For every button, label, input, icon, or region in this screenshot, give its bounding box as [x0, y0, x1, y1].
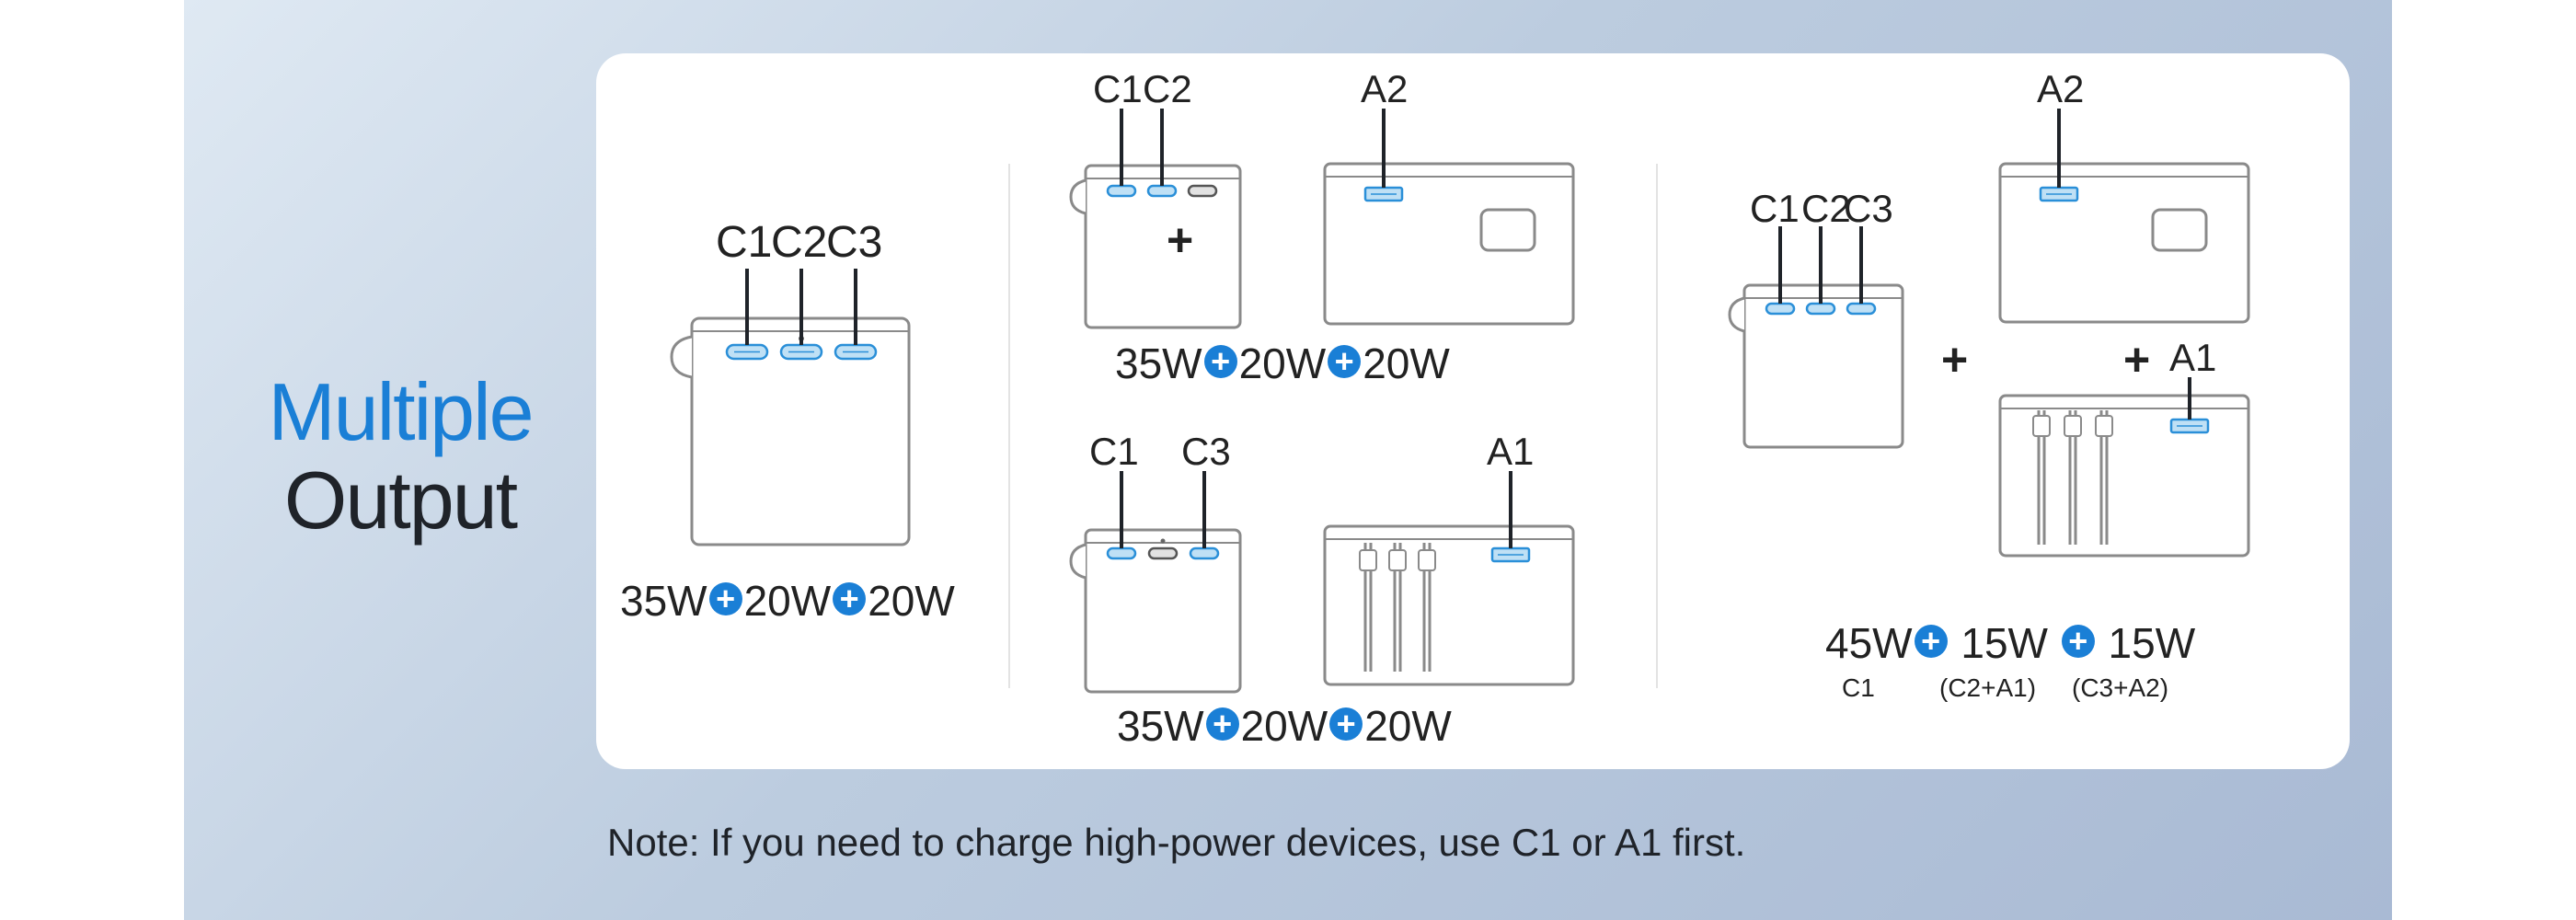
port-label-a1: A1 [1487, 430, 1535, 473]
plug-window-2t [1479, 208, 1536, 252]
port-c2-p3 [1805, 302, 1836, 316]
power-sub-c2-a1: (C2+A1) [1939, 673, 2037, 702]
plus-circle-icon: + [2061, 625, 2095, 658]
plug-body-2b [1323, 524, 1575, 686]
plug-window-3 [2151, 208, 2208, 252]
port-label-c1: C1 [716, 218, 773, 267]
port-c3-p2t-inactive [1187, 184, 1218, 198]
plus-circle-icon: + [1914, 625, 1948, 658]
port-label-c3: C3 [826, 218, 883, 267]
plug-body-3a1 [1998, 394, 2250, 558]
divider-1 [1008, 164, 1010, 688]
divider-2 [1656, 164, 1658, 688]
power-output-1: 35W+20W+20W [620, 577, 955, 625]
port-label-c3: C3 [1844, 187, 1893, 230]
plug-body-2t [1323, 162, 1575, 326]
port-label-a1: A1 [2169, 336, 2217, 379]
port-label-c2: C2 [1143, 67, 1192, 110]
plus-circle-icon: + [1205, 707, 1239, 741]
plus-circle-icon: + [1203, 345, 1237, 378]
port-c1-p3 [1765, 302, 1796, 316]
port-label-a2: A2 [2037, 67, 2085, 110]
plus-circle-icon: + [708, 582, 742, 615]
adapter-clip-2t [1069, 178, 1087, 215]
port-label-c3: C3 [1181, 430, 1231, 473]
port-label-a2: A2 [1361, 67, 1409, 110]
adapter-body-2b [1084, 528, 1242, 694]
port-label-c2: C2 [1801, 187, 1851, 230]
port-c3-p3 [1846, 302, 1877, 316]
plus-circle-icon: + [1329, 707, 1363, 741]
heading-multiple: Multiple [268, 366, 534, 457]
adapter-clip-2b [1069, 543, 1087, 580]
port-label-c1: C1 [1089, 430, 1139, 473]
power-sub-c1: C1 [1842, 673, 1875, 702]
power-output-2b: 35W+20W+20W [1117, 702, 1452, 750]
plus-sign: + [1167, 214, 1194, 266]
plus-sign: + [2123, 334, 2151, 385]
heading-output: Output [283, 454, 518, 546]
adapter-clip-1 [670, 335, 693, 379]
adapter-body-3 [1742, 283, 1904, 449]
port-c2-p2b-inactive [1147, 546, 1179, 560]
port-c3-p2b [1189, 546, 1220, 560]
power-output-3: 45W+ 15W + 15W [1825, 619, 2196, 667]
plus-circle-icon: + [1328, 345, 1362, 378]
port-label-c1: C1 [1750, 187, 1800, 230]
usage-note: Note: If you need to charge high-power d… [607, 821, 1746, 864]
port-c1-p2t [1106, 184, 1137, 198]
port-label-c2: C2 [771, 218, 828, 267]
port-c1-p2b [1106, 546, 1137, 560]
plus-circle-icon: + [833, 582, 867, 615]
power-sub-c3-a2: (C3+A2) [2072, 673, 2169, 702]
port-c2-p2t [1146, 184, 1178, 198]
plus-sign: + [1941, 334, 1969, 385]
adapter-clip-3 [1728, 296, 1745, 333]
power-output-2t: 35W+20W+20W [1115, 339, 1450, 387]
port-label-c1: C1 [1093, 67, 1143, 110]
plug-body-3a2 [1998, 162, 2250, 324]
